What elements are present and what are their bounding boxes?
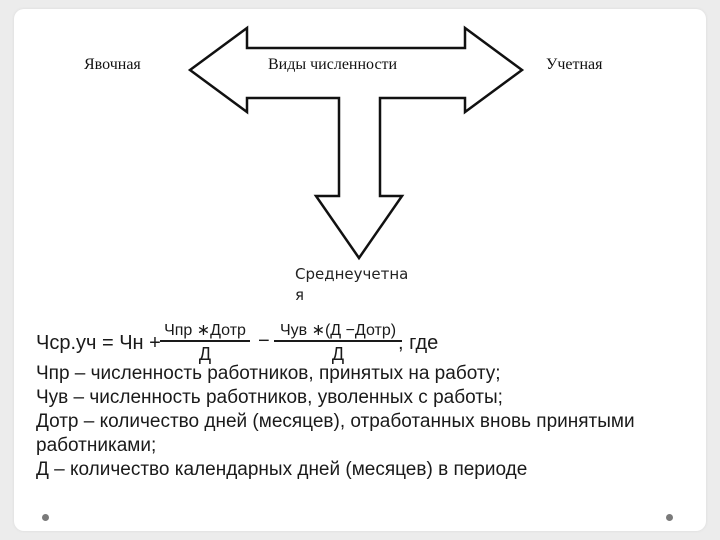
definition-item: Дотр – количество дней (месяцев), отрабо…	[36, 411, 635, 456]
bottom-label: Среднеучетна я	[295, 265, 409, 304]
definition-item: Д – количество календарных дней (месяцев…	[36, 459, 528, 480]
corner-dot-left	[42, 514, 49, 521]
definition-item: Чув – численность работников, уволенных …	[36, 387, 503, 408]
fraction-1-bar	[160, 340, 250, 342]
definitions-list: Чпр – численность работников, принятых н…	[36, 362, 696, 482]
t-arrow-shape	[187, 25, 525, 261]
definition-item: Чпр – численность работников, принятых н…	[36, 363, 501, 384]
left-label: Явочная	[84, 56, 141, 73]
center-label: Виды численности	[268, 56, 398, 73]
formula-lhs: Чср.уч = Чн +	[36, 332, 161, 354]
formula-minus: −	[258, 330, 270, 352]
fraction-2-denominator: Д	[331, 344, 345, 364]
fraction-2-numerator: Чув ∗(Д −Дотр)	[279, 322, 397, 339]
corner-dot-right	[666, 514, 673, 521]
fraction-1-denominator: Д	[198, 344, 212, 364]
fraction-1-numerator: Чпр ∗Дотр	[164, 322, 246, 339]
right-label: Учетная	[546, 56, 603, 73]
fraction-2-bar	[274, 340, 402, 342]
formula-tail: , где	[398, 332, 439, 354]
